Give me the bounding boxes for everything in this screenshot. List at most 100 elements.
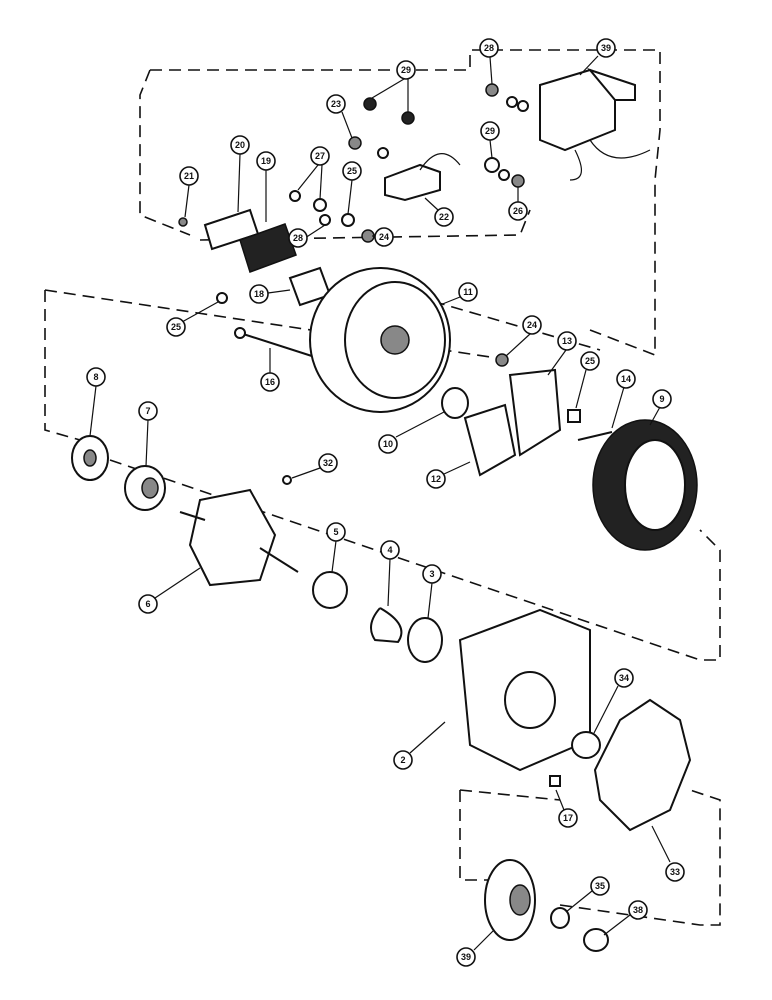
pulley xyxy=(484,859,536,941)
callout-11: 11 xyxy=(439,282,478,306)
callout-text: 21 xyxy=(184,171,194,181)
insulator-25 xyxy=(567,409,581,423)
callout-35: 38 xyxy=(603,900,648,936)
callout-text: 6 xyxy=(145,599,150,609)
callout-text: 14 xyxy=(621,374,631,384)
callout-38: 39 xyxy=(456,929,495,967)
callout-29-mid: 29 xyxy=(480,121,500,159)
callout-26: 27 xyxy=(297,146,330,200)
callout-7: 7 xyxy=(138,401,158,467)
callout-text: 25 xyxy=(347,166,357,176)
callout-text: 11 xyxy=(463,287,473,297)
callout-text: 20 xyxy=(235,140,245,150)
callout-text: 16 xyxy=(265,377,275,387)
slip-ring-end-frame xyxy=(309,267,451,413)
o-ring xyxy=(441,387,469,419)
washer xyxy=(377,147,389,159)
callout-17: 17 xyxy=(555,789,578,828)
callout-2: 2 xyxy=(393,721,446,770)
callout-9: 9 xyxy=(649,389,672,426)
screw-23 xyxy=(348,136,362,150)
callout-text: 29 xyxy=(401,65,411,75)
callout-14: 14 xyxy=(611,369,636,429)
callout-text: 13 xyxy=(562,336,572,346)
callout-21: 21 xyxy=(179,166,199,218)
callout-text: 9 xyxy=(659,394,664,404)
sleeve xyxy=(312,571,348,609)
callout-16: 16 xyxy=(260,348,280,392)
pin-33 xyxy=(282,475,292,485)
callout-text: 27 xyxy=(315,151,325,161)
callout-25-left: 25 xyxy=(166,301,219,337)
retainer-clip xyxy=(370,607,403,644)
callout-labels: 28 39 29 23 29 26 22 20 19 21 27 25 28 2… xyxy=(86,38,685,967)
rotor xyxy=(179,488,299,587)
callout-text: 39 xyxy=(601,43,611,53)
callout-22: 22 xyxy=(424,197,454,227)
voltage-regulator xyxy=(539,67,651,181)
callout-text: 32 xyxy=(323,458,333,468)
nut-29b xyxy=(484,157,500,173)
callout-28: 26 xyxy=(508,187,528,221)
screw-30 xyxy=(485,83,499,97)
callout-text: 25 xyxy=(585,356,595,366)
callout-text: 35 xyxy=(595,881,605,891)
nut-29 xyxy=(363,97,377,111)
callout-23: 23 xyxy=(326,94,353,139)
nut-17 xyxy=(549,775,561,787)
parts xyxy=(71,67,698,952)
callout-text: 19 xyxy=(261,156,271,166)
callout-text: 3 xyxy=(429,569,434,579)
callout-27: 28 xyxy=(288,224,326,248)
callout-text: 33 xyxy=(670,867,680,877)
callout-6: 6 xyxy=(138,567,201,614)
drive-end-frame xyxy=(458,608,591,772)
callout-text: 12 xyxy=(431,474,441,484)
fan xyxy=(593,698,692,832)
callout-text: 4 xyxy=(387,545,392,555)
callout-text: 26 xyxy=(513,206,523,216)
callout-20: 20 xyxy=(230,135,250,213)
callout-text: 22 xyxy=(439,212,449,222)
lockwasher-28 xyxy=(511,174,525,188)
washer xyxy=(506,96,518,108)
callout-text: 39 xyxy=(461,952,471,962)
callout-4: 4 xyxy=(380,540,400,607)
rectifier-bridge-positive xyxy=(508,368,562,457)
callout-25-right: 25 xyxy=(575,351,600,409)
callout-text: 5 xyxy=(333,527,338,537)
callout-text: 28 xyxy=(293,233,303,243)
callout-31: 33 xyxy=(651,825,685,882)
bearing-3 xyxy=(407,617,443,663)
callout-12: 12 xyxy=(426,461,471,489)
washer xyxy=(517,100,529,112)
nut-29 xyxy=(401,111,415,125)
callout-text: 17 xyxy=(563,813,573,823)
callout-18: 18 xyxy=(249,284,291,304)
callout-25-mid: 25 xyxy=(342,161,362,215)
callout-text: 7 xyxy=(145,406,150,416)
callout-8: 8 xyxy=(86,367,106,437)
capacitor-bracket xyxy=(384,163,441,202)
callout-text: 18 xyxy=(254,289,264,299)
through-bolt xyxy=(239,332,319,359)
callout-text: 24 xyxy=(379,232,389,242)
callout-text: 8 xyxy=(93,372,98,382)
callout-text: 23 xyxy=(331,99,341,109)
callout-24-top: 24 xyxy=(372,227,394,247)
callout-33: 32 xyxy=(291,453,338,479)
callout-32: 34 xyxy=(593,668,634,734)
lockwasher-34 xyxy=(550,907,570,929)
callout-text: 10 xyxy=(383,439,393,449)
stator xyxy=(592,419,698,551)
callout-text: 24 xyxy=(527,320,537,330)
callout-39: 39 xyxy=(579,38,616,76)
nut-35 xyxy=(583,928,609,952)
callout-13: 13 xyxy=(547,331,577,376)
rectifier-bridge-negative xyxy=(463,403,517,477)
callout-34: 35 xyxy=(565,876,610,913)
callout-19: 19 xyxy=(256,151,276,222)
callout-text: 38 xyxy=(633,905,643,915)
callout-text: 25 xyxy=(171,322,181,332)
